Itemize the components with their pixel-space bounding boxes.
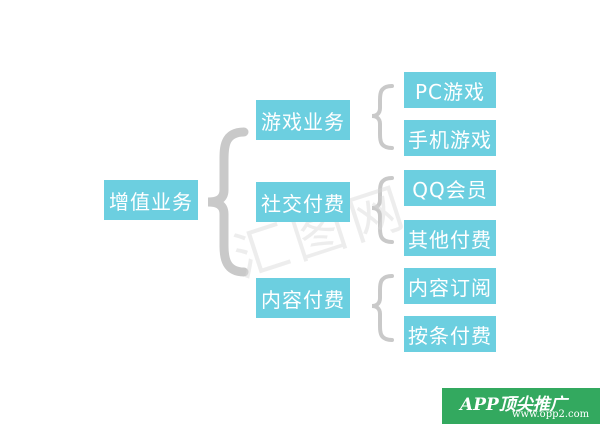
- footer-banner: [442, 388, 600, 424]
- branch-node-social: 社交付费: [256, 182, 350, 222]
- leaf-node-pc-games: PC游戏: [404, 72, 496, 108]
- leaf-node-other-fees: 其他付费: [404, 220, 496, 256]
- branch-1-brace: [371, 84, 394, 150]
- branch-node-games: 游戏业务: [256, 100, 350, 140]
- footer-url: www.opp2.com: [512, 409, 590, 420]
- leaf-node-pay-per-item: 按条付费: [404, 316, 496, 352]
- branch-3-brace: [371, 274, 394, 342]
- branch-node-content: 内容付费: [256, 278, 350, 318]
- branch-2-brace: [371, 176, 394, 244]
- leaf-node-mobile-games: 手机游戏: [404, 120, 496, 156]
- root-node: 增值业务: [104, 180, 198, 220]
- leaf-node-subscription: 内容订阅: [404, 268, 496, 304]
- root-brace: [207, 127, 249, 277]
- footer-logo: APP顶尖推广: [460, 395, 567, 415]
- leaf-node-qq-member: QQ会员: [404, 170, 496, 206]
